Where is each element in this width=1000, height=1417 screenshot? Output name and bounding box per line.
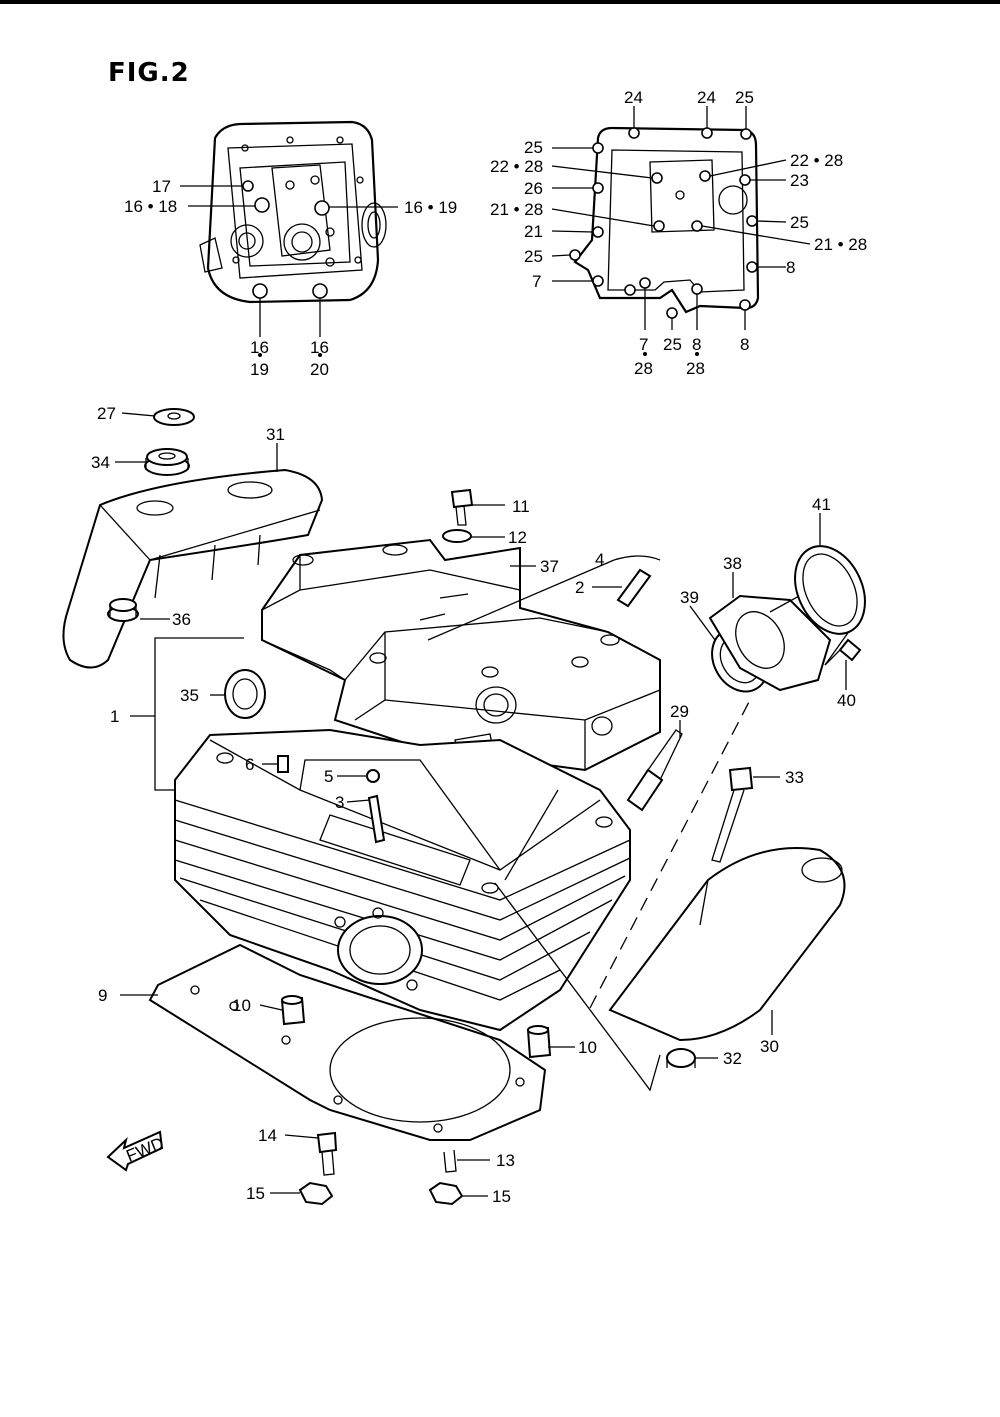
page-top-border (0, 0, 1000, 4)
callout-14: 14 (258, 1126, 277, 1145)
callout-10-left: 10 (232, 996, 251, 1015)
callout-21-28-left: 21 • 28 (490, 200, 543, 219)
callout-36: 36 (172, 610, 191, 629)
ball-5 (366, 769, 380, 783)
callout-31: 31 (266, 425, 285, 444)
bolt-33 (711, 766, 754, 863)
head-cover (261, 538, 661, 772)
seal-35 (224, 669, 266, 719)
side-cover-30 (608, 847, 846, 1042)
callout-8-bottom: 8 (692, 335, 701, 354)
dowel-6 (277, 755, 289, 773)
callout-10-right: 10 (578, 1038, 597, 1057)
inset-cover-bolt-pattern (569, 126, 760, 319)
screw-40 (824, 638, 862, 666)
callout-16-19-right: 16 • 19 (404, 198, 457, 217)
callout-25-left-lower: 25 (524, 247, 543, 266)
callout-38: 38 (723, 554, 742, 573)
main-leaders (115, 412, 847, 1197)
dowel-10-left (280, 995, 306, 1026)
callout-12: 12 (508, 528, 527, 547)
callout-15-right: 15 (492, 1187, 511, 1206)
callout-24-a: 24 (624, 88, 643, 107)
inset1-leaders (180, 185, 398, 357)
callout-35: 35 (180, 686, 199, 705)
callout-40: 40 (837, 691, 856, 710)
callout-25-bottom: 25 (663, 335, 682, 354)
inset2-leaders (551, 106, 811, 356)
washer-27 (153, 408, 195, 426)
dowel-2 (616, 568, 652, 608)
stud-3 (367, 794, 386, 844)
callout-33: 33 (785, 768, 804, 787)
callout-17: 17 (152, 177, 171, 196)
stud-14 (316, 1131, 338, 1176)
inset-head-top-view (199, 120, 387, 304)
callout-7-left: 7 (532, 272, 541, 291)
callout-8-bottom-right: 8 (740, 335, 749, 354)
callout-20: 20 (310, 360, 329, 379)
cylinder-head (174, 728, 631, 1032)
callout-13: 13 (496, 1151, 515, 1170)
callout-23: 23 (790, 171, 809, 190)
clamp-41 (794, 545, 866, 635)
bolt-11 (450, 488, 474, 526)
callout-25-right: 25 (790, 213, 809, 232)
callout-37: 37 (540, 557, 559, 576)
callout-19-bottom-left: 19 (250, 360, 269, 379)
callout-9: 9 (98, 986, 107, 1005)
callout-11: 11 (512, 497, 530, 516)
callout-21-28-right: 21 • 28 (814, 235, 867, 254)
intake-pipe-38 (708, 589, 851, 692)
callout-25-top: 25 (735, 88, 754, 107)
callout-28-b: 28 (686, 359, 705, 378)
forward-arrow-icon: FWD (106, 1130, 167, 1172)
callout-16-bottom-right: 16 (310, 338, 329, 357)
callout-29: 29 (670, 702, 689, 721)
callout-34: 34 (91, 453, 110, 472)
callout-26: 26 (524, 179, 543, 198)
cover-31 (62, 468, 324, 669)
callout-32: 32 (723, 1049, 742, 1068)
callout-39: 39 (680, 588, 699, 607)
callout-1: 1 (110, 707, 119, 726)
callout-25-left: 25 (524, 138, 543, 157)
callout-4: 4 (595, 550, 604, 569)
fwd-label: FWD (124, 1134, 167, 1166)
callout-5: 5 (324, 767, 333, 786)
callout-3: 3 (335, 793, 344, 812)
callout-8-right: 8 (786, 258, 795, 277)
spark-plug-29 (626, 729, 683, 812)
callout-15-left: 15 (246, 1184, 265, 1203)
callout-6: 6 (245, 755, 254, 774)
head-gasket-9 (148, 943, 547, 1141)
figure-title: FIG.2 (108, 58, 190, 88)
washer-12 (442, 529, 472, 543)
callout-16-bottom-left: 16 (250, 338, 269, 357)
callout-22-28-left: 22 • 28 (490, 157, 543, 176)
callout-30: 30 (760, 1037, 779, 1056)
callout-21: 21 (524, 222, 543, 241)
dowel-10-right (526, 1025, 552, 1059)
callout-28-a: 28 (634, 359, 653, 378)
grommet-34 (144, 448, 190, 476)
nut-15-left (298, 1181, 334, 1206)
callout-2: 2 (575, 578, 584, 597)
callout-7-bottom: 7 (639, 335, 648, 354)
pin-4 (613, 555, 661, 561)
callout-22-28-right: 22 • 28 (790, 151, 843, 170)
callout-16-18: 16 • 18 (124, 197, 177, 216)
cap-32 (666, 1048, 696, 1068)
callout-41: 41 (812, 495, 831, 514)
callout-24-b: 24 (697, 88, 716, 107)
stud-13 (443, 1149, 457, 1173)
nut-15-right (428, 1181, 464, 1206)
callout-27: 27 (97, 404, 116, 423)
